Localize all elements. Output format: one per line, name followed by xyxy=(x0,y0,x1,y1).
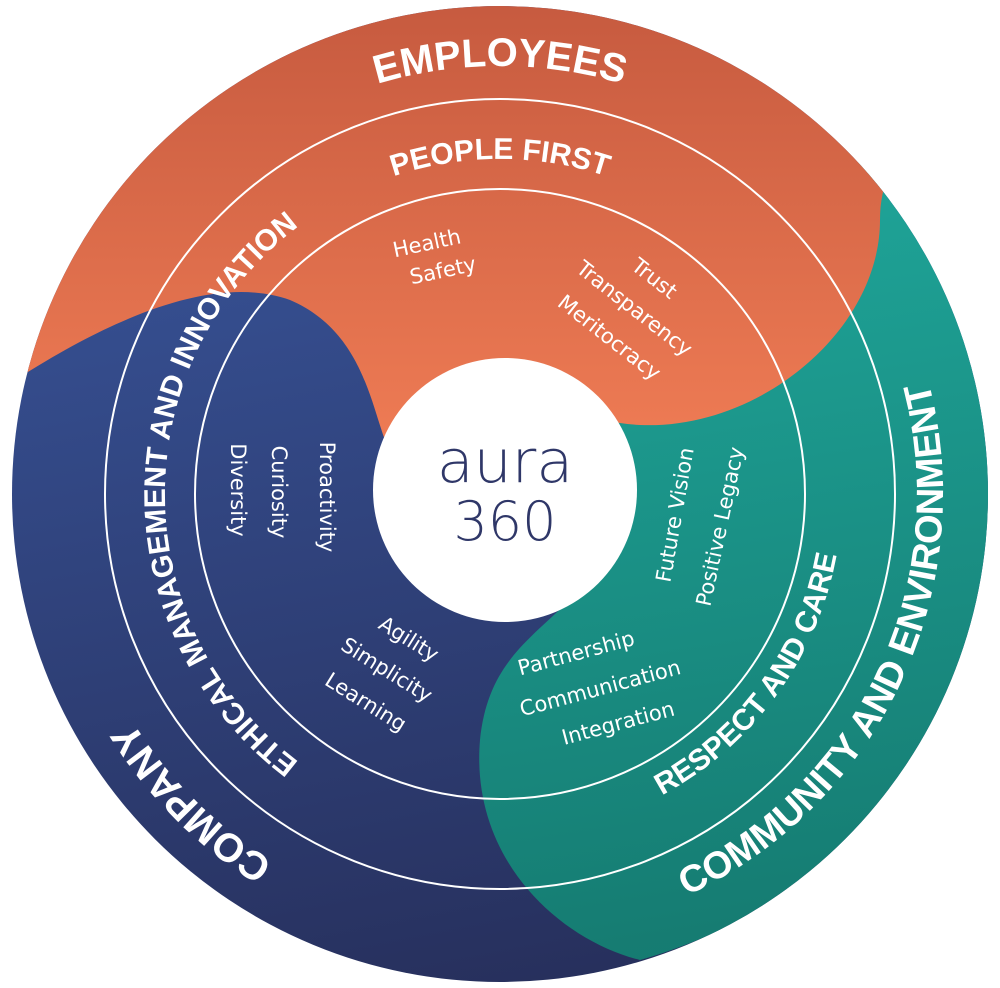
logo-text-aura: aura xyxy=(437,427,573,497)
value-curiosity: Curiosity xyxy=(267,446,291,539)
logo-circle xyxy=(373,358,637,622)
employees-segment xyxy=(12,6,988,440)
outer-ring-line xyxy=(104,98,896,890)
value-diversity: Diversity xyxy=(226,443,250,536)
value-proactivity: Proactivity xyxy=(315,442,339,553)
employees-values-left: Health Safety xyxy=(391,224,479,289)
inner-ring-line xyxy=(194,188,806,800)
company-values-upper: Proactivity Curiosity Diversity xyxy=(226,442,339,553)
community-segment xyxy=(479,140,988,960)
logo-text-360: 360 xyxy=(453,490,556,553)
